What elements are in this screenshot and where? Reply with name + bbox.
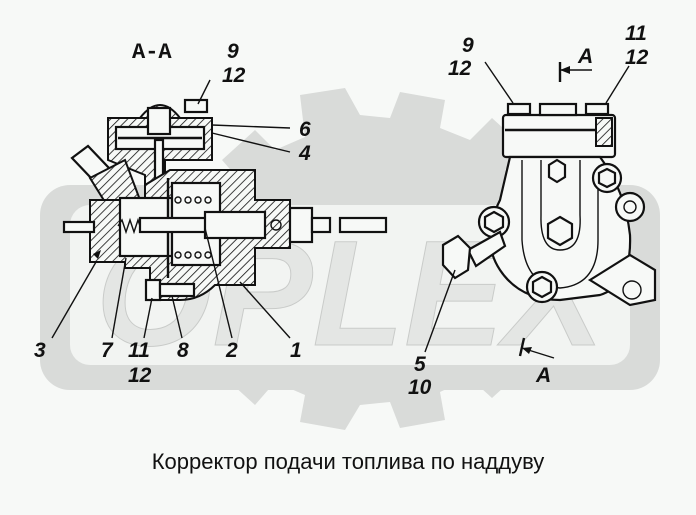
cover-side [595,117,613,147]
plug-8 [158,282,196,298]
external-view: A A 9 12 11 12 5 10 [408,22,657,399]
lever-slot [521,160,599,289]
shaft-sleeve [203,210,267,240]
shaft-tip [338,216,388,234]
callout-8: 8 [177,339,189,362]
callout-11: 11 [128,339,150,362]
cover-bolt [146,106,172,136]
callout-3: 3 [34,339,46,362]
callout-4: 4 [298,142,311,165]
diagram-caption: Корректор подачи топлива по наддуву [151,449,545,474]
plug-11 [144,278,162,302]
callout-7: 7 [101,339,114,362]
shaft [138,216,210,234]
callout-9-right: 9 [462,34,474,57]
callout-5: 5 [414,353,426,376]
section-label: A-A [132,40,172,65]
spring-7 [117,217,143,235]
callout-10: 10 [408,376,432,399]
callout-1: 1 [290,339,302,362]
callout-9: 9 [227,40,239,63]
section-arrow-bottom-tick [518,337,526,357]
callout-6: 6 [299,118,311,141]
fitting-5-nut [441,234,472,280]
screw-9 [183,98,209,114]
adjusting-screw [62,220,96,234]
callout-12: 12 [222,64,246,87]
lever [540,160,581,251]
bracket [587,253,657,307]
arrow-mark [93,250,101,259]
shaft-end [310,216,332,234]
callout-2: 2 [225,339,238,362]
lever-nut [546,215,574,247]
fitting-5-pipe [466,230,507,268]
callout-11-right: 11 [625,22,647,45]
screw-11-right [584,102,610,116]
top-nut [547,158,567,184]
shaft-nut [288,206,314,244]
cover-boss [538,102,578,117]
screw-9-right [506,102,532,116]
callout-12-right: 12 [625,46,649,69]
callout-12-lower: 12 [128,364,152,387]
section-view-a-a: A-A 9 12 6 4 3 7 11 12 8 2 1 [34,40,388,387]
section-arrow-top-label: A [577,45,593,68]
section-arrow-bottom-label: A [535,364,551,387]
lug-right [614,191,646,223]
callout-12-right-left: 12 [448,57,472,80]
